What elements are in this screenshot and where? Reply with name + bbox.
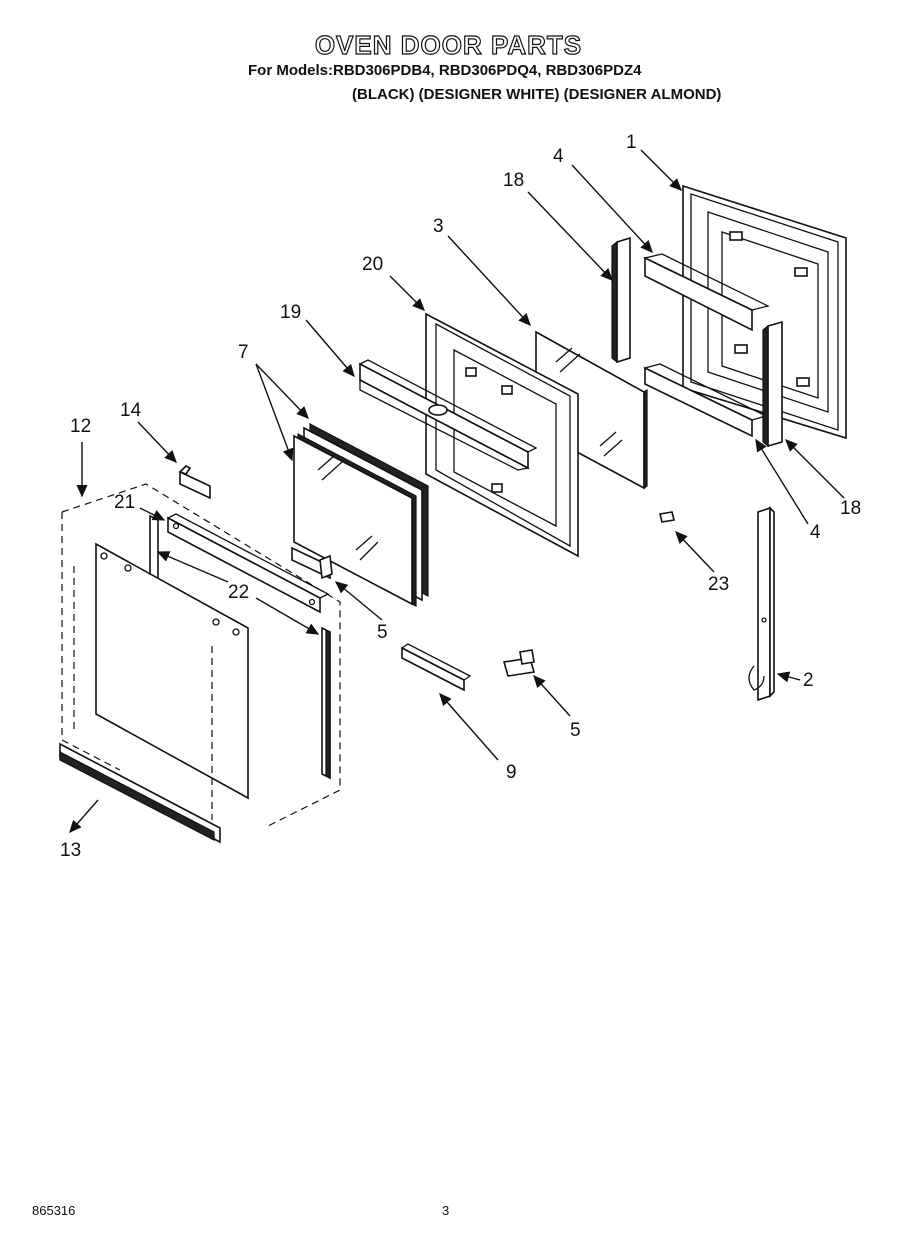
callout-18-upper: 18: [503, 170, 524, 191]
callout-7: 7: [238, 342, 249, 363]
callout-14: 14: [120, 400, 142, 421]
part-18-right-spacer: [762, 320, 783, 448]
callout-20: 20: [362, 254, 383, 275]
part-4-upper-channel: [643, 253, 770, 332]
callout-labels: 1 2 3 4 4 5 5 7 9 12 13 14 18 18 19 20 2…: [60, 132, 861, 861]
page-number: 3: [442, 1203, 450, 1218]
part-5-upper-bracket: [291, 546, 333, 580]
part-18-left-spacer: [611, 236, 631, 364]
callout-13: 13: [60, 840, 81, 861]
part-21-top-trim: [166, 513, 330, 614]
callout-5-lower: 5: [570, 720, 581, 741]
callout-4-upper: 4: [553, 146, 564, 167]
part-5-lower-bracket: [502, 649, 536, 677]
callout-5-upper: 5: [377, 622, 388, 643]
callout-23: 23: [708, 574, 729, 595]
callout-3: 3: [433, 216, 444, 237]
callout-22: 22: [228, 582, 249, 603]
callout-18-lower: 18: [840, 498, 861, 519]
page-title: OVEN DOOR PARTS: [314, 29, 583, 60]
callout-2: 2: [803, 670, 814, 691]
part-19-heat-shield: [358, 359, 538, 471]
callout-1: 1: [626, 132, 637, 153]
callout-4-lower: 4: [810, 522, 821, 543]
variants-line: (BLACK) (DESIGNER WHITE) (DESIGNER ALMON…: [352, 86, 722, 103]
part-12-outer-panel-outline: [61, 483, 341, 827]
callout-12: 12: [70, 416, 91, 437]
part-23-small-clip: [659, 511, 675, 523]
part-7-glass-panes: [293, 423, 429, 607]
part-2-hinge: [748, 506, 775, 702]
callout-21: 21: [114, 492, 135, 513]
part-9-vent-strip: [400, 643, 472, 692]
leader-lines: [69, 149, 845, 834]
part-14-clip: [178, 465, 211, 500]
models-line: For Models:RBD306PDB4, RBD306PDQ4, RBD30…: [248, 62, 642, 79]
part-1-outer-door-panel: [682, 184, 847, 440]
part-22-right-strip: [321, 626, 331, 780]
document-number: 865316: [32, 1203, 76, 1218]
part-13-bottom-trim: [59, 742, 221, 844]
callout-9: 9: [506, 762, 517, 783]
part-20-inner-door-frame: [425, 312, 579, 558]
callout-19: 19: [280, 302, 301, 323]
front-panel: [73, 542, 249, 820]
